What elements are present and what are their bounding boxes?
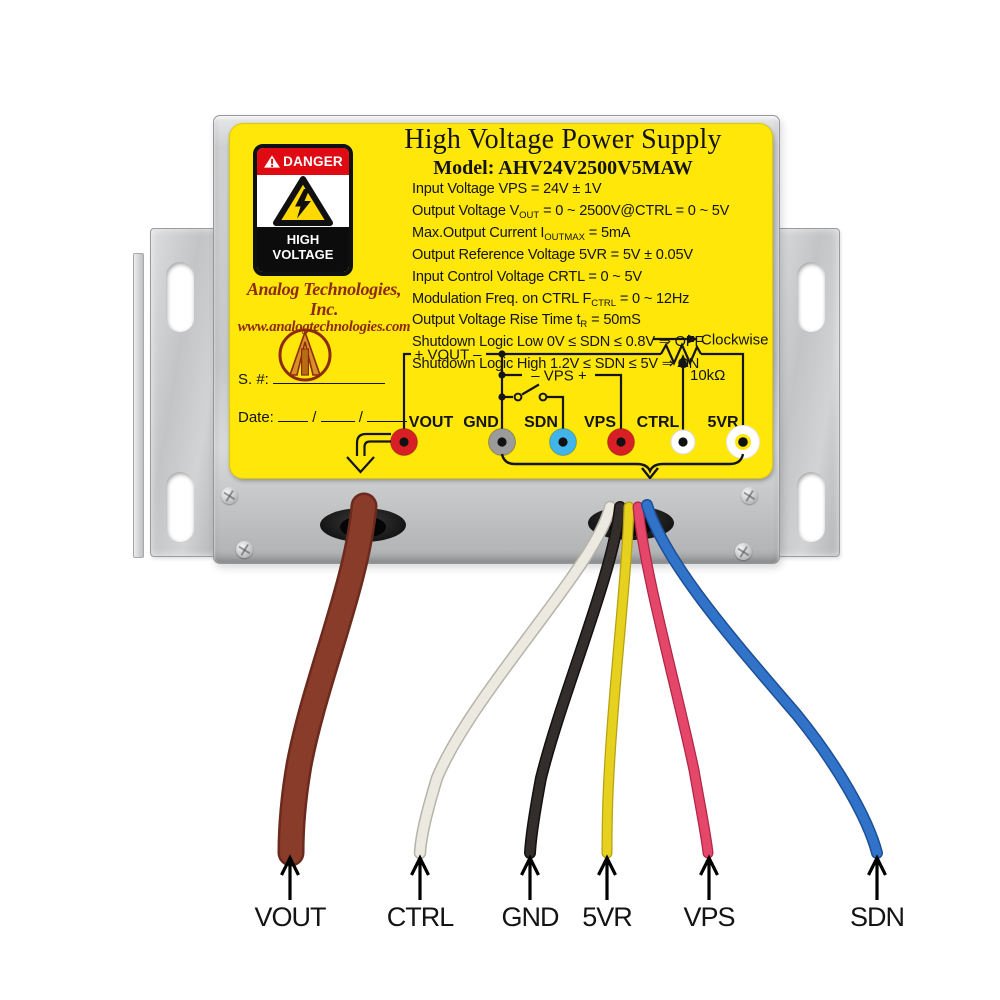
danger-sign: DANGER HIGH VOLTAGE [253, 144, 353, 276]
switch-contact [513, 392, 523, 402]
terminal-ctrl [670, 429, 696, 455]
spec-line: Modulation Freq. on CTRL FCTRL = 0 ~ 12H… [412, 290, 690, 309]
sdn-switch-line [502, 383, 565, 431]
screw [735, 543, 752, 560]
vps-line [502, 373, 623, 431]
terminal-name-5vr: 5VR [707, 414, 739, 431]
terminal-name-vps: VPS [584, 414, 616, 431]
brand-name: Analog Technologies, Inc. [246, 279, 402, 319]
mounting-slot [797, 262, 825, 332]
screw [741, 487, 758, 504]
mounting-slot [797, 472, 825, 542]
terminal-sdn [549, 428, 577, 456]
danger-footer: HIGH VOLTAGE [257, 227, 349, 272]
terminal-5vr [726, 425, 760, 459]
wire-name-vout: VOUT [254, 902, 326, 932]
wire-name-gnd: GND [501, 902, 560, 932]
group-exit-brace [500, 453, 745, 479]
callout-arrow-sdn [867, 854, 887, 900]
spec-line: Output Voltage VOUT = 0 ~ 2500V@CTRL = 0… [412, 202, 730, 221]
mounting-flange-left [150, 228, 220, 557]
switch-contact [538, 392, 548, 402]
cable-grommet-right [588, 506, 674, 540]
callout-arrow-gnd [520, 854, 540, 900]
date-blank [278, 408, 309, 422]
serial-field: S. #: [238, 370, 386, 388]
terminal-vps [607, 428, 635, 456]
product-title: High Voltage Power Supply [404, 124, 722, 155]
terminal-name-ctrl: CTRL [637, 414, 680, 431]
date-separator: / [312, 409, 317, 426]
high-voltage-icon [273, 176, 333, 226]
spec-line: Shutdown Logic Low 0V ≤ SDN ≤ 0.8V ⇒ OFF [412, 334, 704, 351]
screw [236, 541, 253, 558]
date-label: Date: [238, 409, 274, 426]
brand-logo [278, 328, 332, 382]
date-blank [320, 408, 355, 422]
terminal-name-gnd: GND [463, 414, 499, 431]
wire-name-ctrl: CTRL [386, 902, 455, 932]
warning-triangle-icon [264, 155, 281, 168]
wire-name-5vr: 5VR [582, 902, 633, 932]
callout-arrow-ctrl [410, 854, 430, 900]
serial-label: S. #: [238, 371, 269, 388]
callout-arrow-5vr [597, 854, 617, 900]
brand-block: Analog Technologies, Inc. www.analogtech… [233, 279, 415, 336]
terminal-name-vout: VOUT [409, 414, 454, 431]
brand-website: www.analogtechnologies.com [237, 319, 411, 335]
model-number: Model: AHV24V2500V5MAW [433, 157, 693, 179]
backplate-edge [133, 253, 144, 558]
mounting-slot [166, 472, 194, 542]
callout-arrow-vps [699, 854, 719, 900]
junction-dot [498, 393, 506, 401]
cable-grommet-left [320, 508, 406, 542]
spec-line: Input Voltage VPS = 24V ± 1V [412, 181, 602, 197]
terminal-vout [390, 428, 418, 456]
danger-header: DANGER [257, 148, 349, 175]
spec-line: Output Voltage Rise Time tR = 50mS [412, 312, 641, 331]
danger-footer-line2: VOLTAGE [272, 247, 334, 262]
date-field: Date: / / [238, 408, 408, 426]
danger-symbol-area [257, 175, 349, 227]
spec-list: Input Voltage VPS = 24V ± 1V Output Volt… [412, 181, 768, 378]
spec-line: Output Reference Voltage 5VR = 5V ± 0.05… [412, 246, 693, 263]
screw [221, 487, 238, 504]
product-label: High Voltage Power Supply Model: AHV24V2… [229, 123, 773, 479]
danger-word: DANGER [283, 154, 343, 169]
spec-line: Input Control Voltage CRTL = 0 ~ 5V [412, 268, 642, 285]
wire-name-vps: VPS [683, 902, 735, 932]
callout-arrow-vout [280, 854, 300, 900]
power-supply-enclosure: High Voltage Power Supply Model: AHV24V2… [213, 115, 780, 564]
terminal-name-sdn: SDN [524, 414, 558, 431]
spec-line: Shutdown Logic High 1.2V ≤ SDN ≤ 5V ⇒ ON [412, 356, 700, 373]
serial-blank [273, 370, 386, 384]
wire-name-sdn: SDN [849, 902, 905, 932]
terminal-gnd [488, 428, 516, 456]
date-blank [367, 408, 408, 422]
date-separator: / [358, 409, 363, 426]
mounting-flange-right [770, 228, 840, 557]
danger-footer-line1: HIGH [286, 232, 320, 247]
mounting-slot [166, 262, 194, 332]
spec-line: Max.Output Current IOUTMAX = 5mA [412, 224, 631, 243]
vout-exit-arrow [346, 432, 391, 474]
